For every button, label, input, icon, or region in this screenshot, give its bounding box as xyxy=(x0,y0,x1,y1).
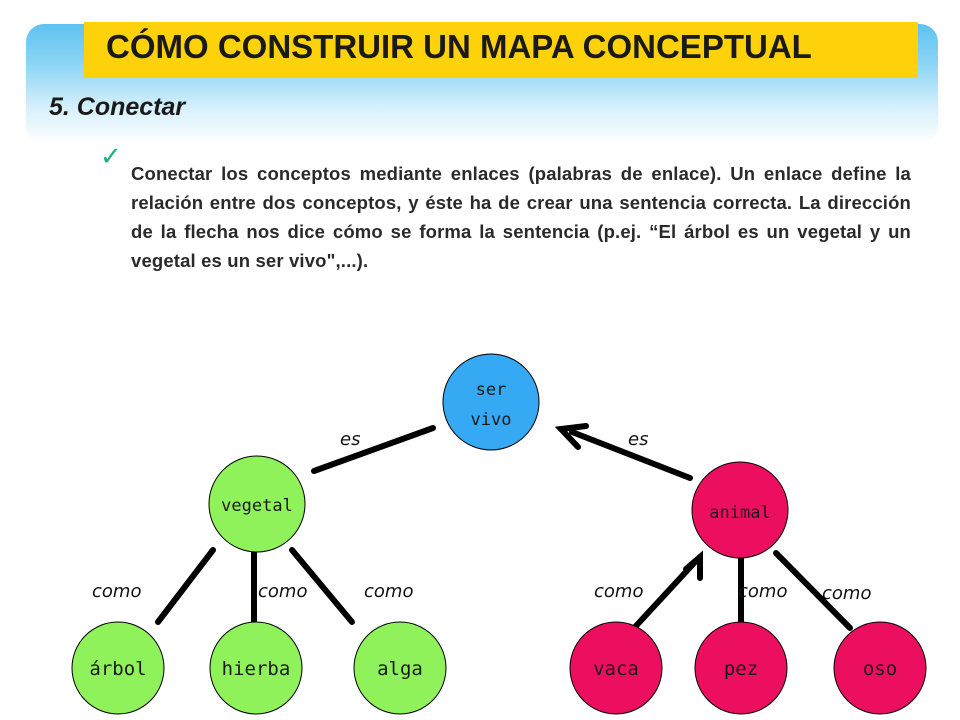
node-arbol xyxy=(71,621,165,715)
connector-animal-oso xyxy=(773,550,853,631)
node-ser-vivo-label-line2: vivo xyxy=(471,410,512,430)
section-subtitle: 5. Conectar xyxy=(49,93,186,121)
node-vegetal xyxy=(208,455,306,553)
link-label-como-vaca: como xyxy=(594,581,643,602)
link-label-como-hierba: como xyxy=(258,581,307,602)
title-banner xyxy=(84,22,918,78)
node-arbol-label: árbol xyxy=(89,658,146,680)
slide-title: CÓMO CONSTRUIR UN MAPA CONCEPTUAL xyxy=(106,28,812,65)
node-oso-label: oso xyxy=(863,658,897,680)
arrowhead-servivo xyxy=(554,423,589,450)
node-pez-label: pez xyxy=(724,658,758,680)
link-label-como-alga: como xyxy=(364,581,413,602)
link-label-como-pez: como xyxy=(738,581,787,602)
connector-vegetal-servivo xyxy=(311,425,436,474)
node-vegetal-label: vegetal xyxy=(221,496,293,516)
node-oso xyxy=(833,621,927,715)
node-animal-label: animal xyxy=(709,503,770,523)
node-alga-label: alga xyxy=(377,658,423,680)
bullet-paragraph: Conectar los conceptos mediante enlaces … xyxy=(131,163,911,271)
node-animal xyxy=(691,461,789,559)
connector-animal-servivo xyxy=(569,429,693,481)
node-vaca xyxy=(569,621,663,715)
link-label-como-oso: como xyxy=(822,583,871,604)
arrowhead-animal xyxy=(683,550,703,581)
node-pez xyxy=(694,621,788,715)
node-alga xyxy=(353,621,447,715)
connector-vaca-animal xyxy=(632,559,698,630)
connector-vegetal-alga xyxy=(289,547,355,625)
link-label-es-right: es xyxy=(628,429,648,450)
node-hierba xyxy=(209,621,303,715)
node-ser-vivo xyxy=(442,353,540,451)
connector-vegetal-arbol xyxy=(155,547,216,625)
link-label-es-left: es xyxy=(340,429,360,450)
checkmark-icon: ✓ xyxy=(100,142,122,172)
node-hierba-label: hierba xyxy=(222,658,291,680)
node-vaca-label: vaca xyxy=(593,658,639,680)
node-ser-vivo-label-line1: ser xyxy=(476,380,507,400)
link-label-como-arbol: como xyxy=(92,581,141,602)
